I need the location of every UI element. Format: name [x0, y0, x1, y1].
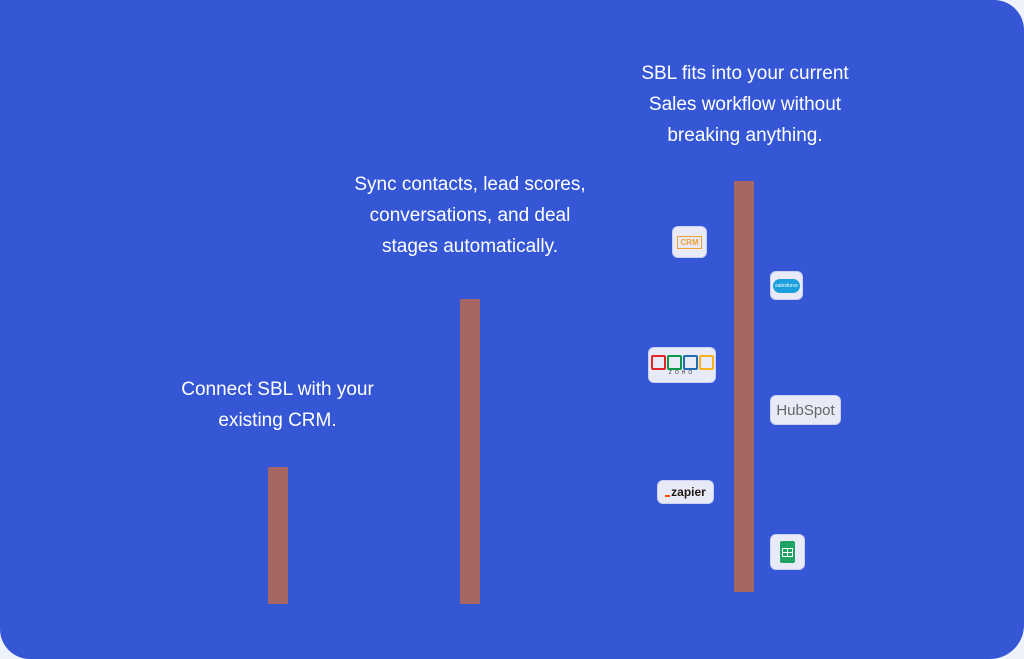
hubspot-logo-icon: HubSpot: [771, 396, 840, 424]
caption-line: breaking anything.: [667, 125, 823, 146]
caption-line: Connect SBL with your: [181, 379, 374, 400]
google-sheets-logo-icon: [771, 535, 804, 569]
caption-line: stages automatically.: [381, 236, 558, 257]
step-3-caption: SBL fits into your current Sales workflo…: [595, 58, 895, 151]
caption-line: Sales workflow without: [648, 94, 842, 115]
step-3-bar: [734, 181, 754, 592]
caption-line: SBL fits into your current: [641, 63, 849, 84]
step-2-bar: [460, 299, 480, 604]
zoho-logo-icon: ZOHO: [649, 348, 715, 382]
step-1-caption: Connect SBL with your existing CRM.: [150, 374, 405, 436]
zapier-logo-icon: zapier: [658, 481, 713, 503]
step-2-caption: Sync contacts, lead scores, conversation…: [320, 169, 620, 262]
caption-line: conversations, and deal: [369, 205, 571, 226]
caption-line: Sync contacts, lead scores,: [354, 174, 586, 195]
salesforce-logo-icon: salesforce: [771, 272, 802, 299]
caption-line: existing CRM.: [218, 410, 337, 431]
step-1-bar: [268, 467, 288, 604]
crm-logo-icon: CRM: [673, 227, 706, 257]
